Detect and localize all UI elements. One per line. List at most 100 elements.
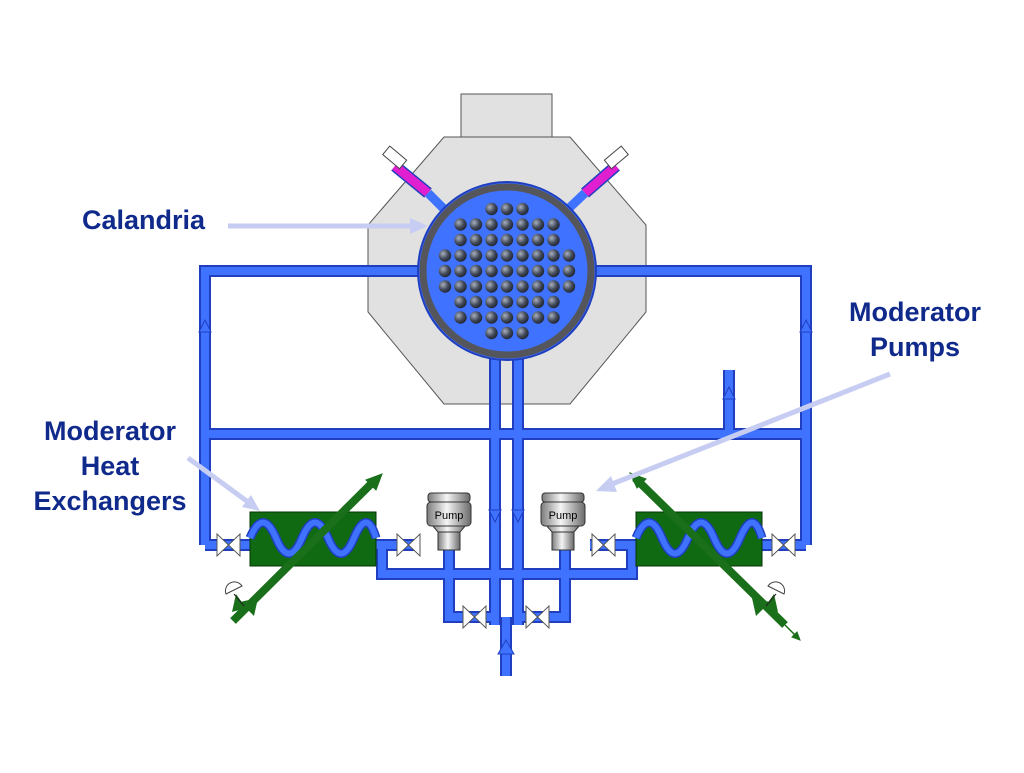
valve-icon [525,604,550,630]
fuel-channel [547,233,560,247]
flow-arrow-icon [488,509,502,524]
fuel-channel [454,218,467,231]
fuel-channel [485,280,498,293]
pumps-pointer [611,371,891,487]
fuel-channel [500,311,514,324]
valve-icon [771,532,796,558]
fuel-channel-grid [438,202,576,340]
valve-icon [216,532,241,558]
moderator-hx-line-2: Heat [80,451,140,481]
relief-valve-icon [382,145,408,170]
relief-valve-icon [603,145,629,170]
fuel-channel [531,264,545,278]
fuel-channel [500,249,514,262]
fuel-channel [485,264,498,278]
moderator-heat-exchangers-label: Moderator Heat Exchangers [20,414,200,519]
fuel-channel [562,249,576,262]
fuel-channel [454,295,467,309]
fuel-channel [454,249,467,262]
flow-arrow-icon [799,318,813,333]
fuel-channel [485,326,498,340]
fuel-channel [500,202,514,216]
fuel-channel [531,249,545,262]
calandria [417,181,597,361]
flow-arrows [198,318,813,655]
fuel-channel [516,264,529,278]
fuel-channel [469,295,483,309]
fuel-channel [438,249,452,262]
fuel-channel [469,249,483,262]
control-valve-icon [224,581,258,616]
fuel-channel [500,295,514,309]
fuel-channel [531,311,545,324]
pump-label-left: Pump [435,510,464,522]
pump-label-right: Pump [549,510,578,522]
fuel-channel [438,264,452,278]
fuel-channel [516,326,529,340]
fuel-channel [547,311,560,324]
fuel-channel [485,311,498,324]
flow-arrow-icon [722,385,736,400]
fuel-channel [547,218,560,231]
fuel-channel [500,326,514,340]
fuel-channel [485,249,498,262]
moderator-pumps-line-1: Moderator [848,297,981,327]
fuel-channel [516,311,529,324]
fuel-channel [516,218,529,231]
pump-right: Pump [540,492,586,551]
moderator-pumps-line-2: Pumps [869,332,961,362]
fuel-channel [531,295,545,309]
fuel-channel [500,264,514,278]
fuel-channel [531,218,545,231]
flow-arrow-icon [497,638,515,655]
flow-arrow-icon [511,509,525,524]
fuel-channel [547,295,560,309]
fuel-channel [500,280,514,293]
valve-icon [396,532,421,558]
fuel-channel [469,264,483,278]
label-pointers [186,218,891,511]
fuel-channel [547,280,560,293]
moderator-hx-line-3: Exchangers [33,486,187,516]
fuel-channel [485,233,498,247]
fuel-channel [438,280,452,293]
moderator-pumps-label: Moderator Pumps [835,295,995,365]
fuel-channel [485,202,498,216]
heat-exchangers-pointer [186,455,250,505]
fuel-channel [516,249,529,262]
fuel-channel [516,233,529,247]
fuel-channel [562,280,576,293]
moderator-hx-line-1: Moderator [43,416,176,446]
valve-icon [462,604,487,630]
fuel-channel [454,233,467,247]
fuel-channel [562,264,576,278]
fuel-channel [454,280,467,293]
fuel-channel [454,311,467,324]
fuel-channel [531,233,545,247]
fuel-channel [469,311,483,324]
vessel-top-box [460,93,553,139]
fuel-channel [531,280,545,293]
fuel-channel [469,233,483,247]
calandria-label-text: Calandria [82,205,206,235]
valve-icon [591,532,616,558]
fuel-channel [547,264,560,278]
fuel-channel [469,218,483,231]
fuel-channel [516,280,529,293]
fuel-channel [485,218,498,231]
fuel-channel [500,233,514,247]
pump-left: Pump [426,492,472,551]
fuel-channel [500,218,514,231]
fuel-channel [485,295,498,309]
fuel-channel [547,249,560,262]
control-valve-icon [752,581,786,616]
calandria-label: Calandria [82,203,205,238]
flow-arrow-icon [198,318,212,333]
valves [216,532,796,630]
fuel-channel [454,264,467,278]
fuel-channel [469,280,483,293]
flow-arrow-icon [365,473,383,491]
fuel-channel [516,202,529,216]
